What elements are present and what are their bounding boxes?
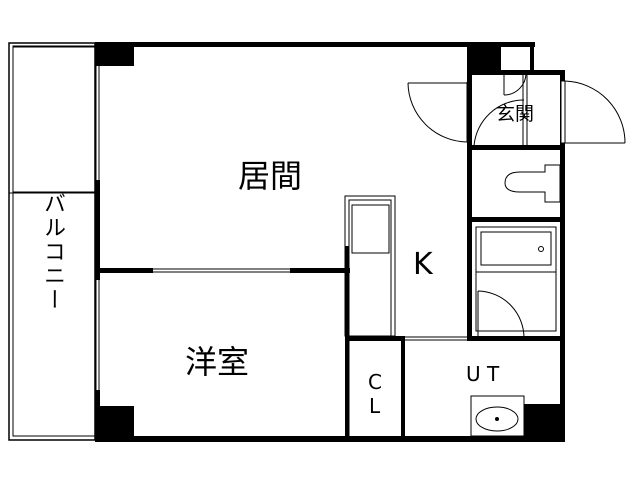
- room-label-balcony: バルコニー: [40, 192, 65, 312]
- bathtub: [475, 226, 557, 339]
- room-label-living: 居間: [238, 157, 303, 195]
- toilet-door[interactable]: [473, 72, 528, 147]
- room-label-closet-c: C: [368, 370, 382, 394]
- room-label-western-room: 洋室: [185, 343, 250, 381]
- room-label-kitchen: K: [413, 247, 433, 282]
- interior-walls: [95, 42, 565, 442]
- entrance-door[interactable]: [560, 80, 626, 144]
- sliding-door-western[interactable]: [153, 268, 290, 273]
- sliding-door-ut[interactable]: [405, 336, 467, 341]
- toilet-fixture: [504, 164, 561, 203]
- closet-opening[interactable]: [345, 341, 350, 436]
- washbasin: [470, 395, 525, 437]
- room-label-utility: U T: [466, 362, 500, 386]
- balcony-windows: [95, 64, 100, 390]
- room-label-entrance: 玄関: [496, 103, 535, 125]
- kitchen-counter: [344, 195, 396, 337]
- living-entrance-door[interactable]: [407, 82, 468, 143]
- room-label-closet-l: L: [369, 394, 381, 418]
- exterior-walls: [95, 42, 565, 442]
- shoe-cabinet-door[interactable]: [503, 71, 527, 96]
